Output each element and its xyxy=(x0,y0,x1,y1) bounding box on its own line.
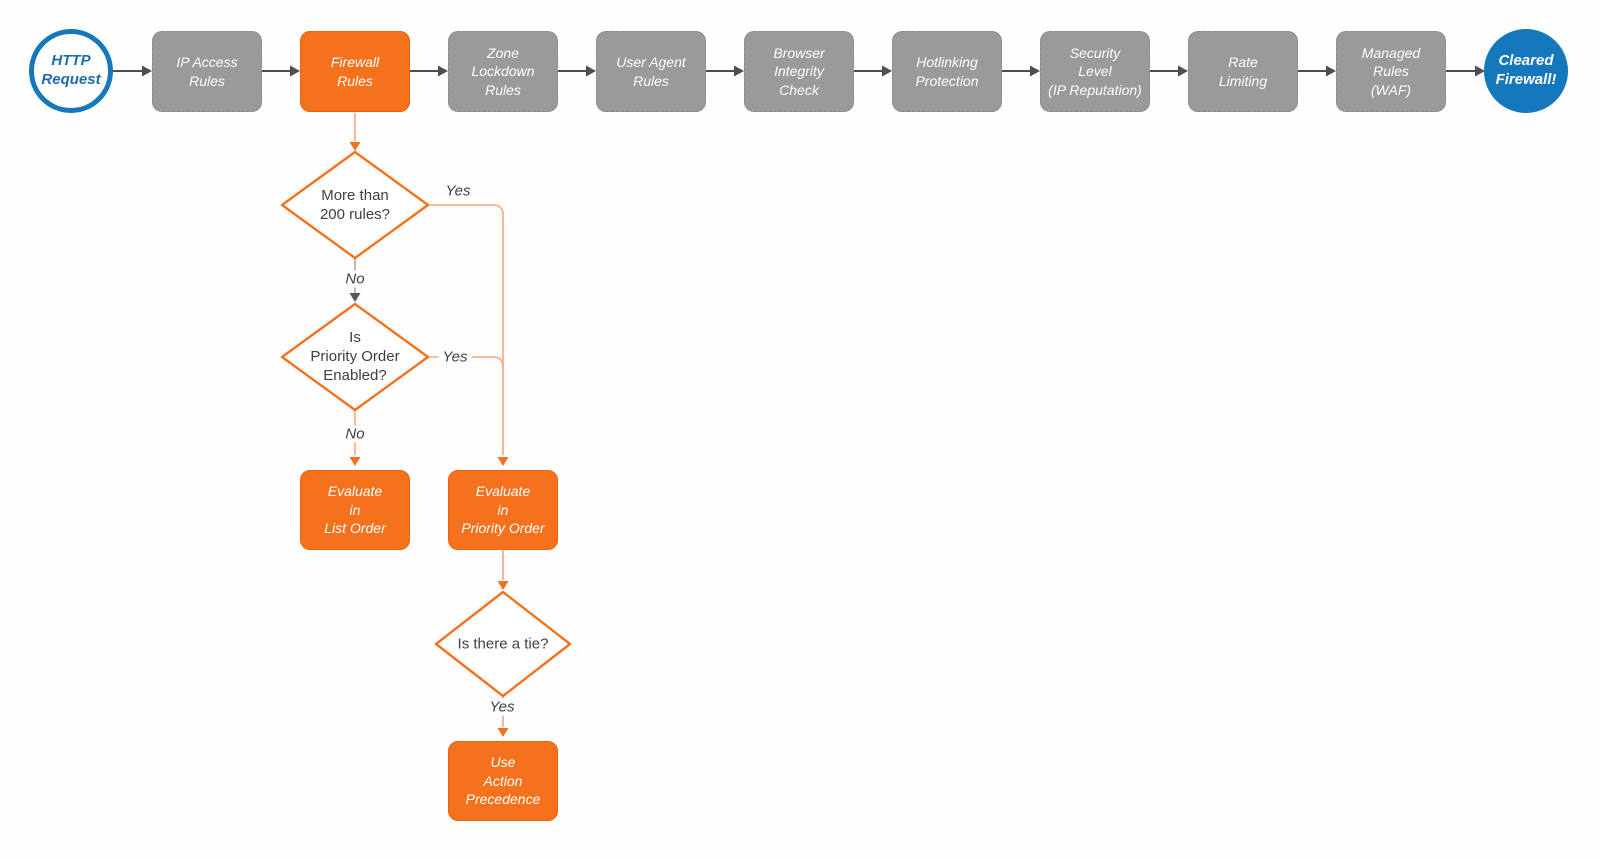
pipeline-arrowheads xyxy=(142,65,1485,77)
end-node-cleared-firewall: Cleared Firewall! xyxy=(1484,29,1568,113)
node-hotlinking-protection: Hotlinking Protection xyxy=(892,31,1002,112)
diamond-priority-order-enabled xyxy=(280,302,430,412)
edge-label-yes-2: Yes xyxy=(438,348,472,366)
node-browser-integrity-check: Browser Integrity Check xyxy=(744,31,854,112)
decision-diamonds xyxy=(280,150,572,698)
node-evaluate-in-priority-order: Evaluate in Priority Order xyxy=(448,470,558,550)
node-use-action-precedence: Use Action Precedence xyxy=(448,741,558,821)
decision-more-than-200-rules-label: More than 200 rules? xyxy=(319,186,391,223)
node-zone-lockdown-rules: Zone Lockdown Rules xyxy=(448,31,558,112)
edge-label-no-1: No xyxy=(341,270,369,288)
edge-label-no-2: No xyxy=(341,425,369,443)
decision-priority-order-enabled-label: Is Priority Order Enabled? xyxy=(310,329,400,385)
node-firewall-rules: Firewall Rules xyxy=(300,31,410,112)
node-evaluate-in-list-order: Evaluate in List Order xyxy=(300,470,410,550)
edge-label-yes-1: Yes xyxy=(445,182,471,200)
node-security-level: Security Level (IP Reputation) xyxy=(1040,31,1150,112)
start-node-http-request: HTTP Request xyxy=(29,29,113,113)
diamond-more-than-200-rules xyxy=(280,150,430,260)
orange-arrowheads xyxy=(349,142,509,737)
node-rate-limiting: Rate Limiting xyxy=(1188,31,1298,112)
decision-is-there-a-tie-label: Is there a tie? xyxy=(457,635,549,653)
node-user-agent-rules: User Agent Rules xyxy=(596,31,706,112)
edge-label-yes-3: Yes xyxy=(485,698,519,716)
node-ip-access-rules: IP Access Rules xyxy=(152,31,262,112)
diamond-is-there-a-tie xyxy=(434,590,572,698)
node-managed-rules-waf: Managed Rules (WAF) xyxy=(1336,31,1446,112)
